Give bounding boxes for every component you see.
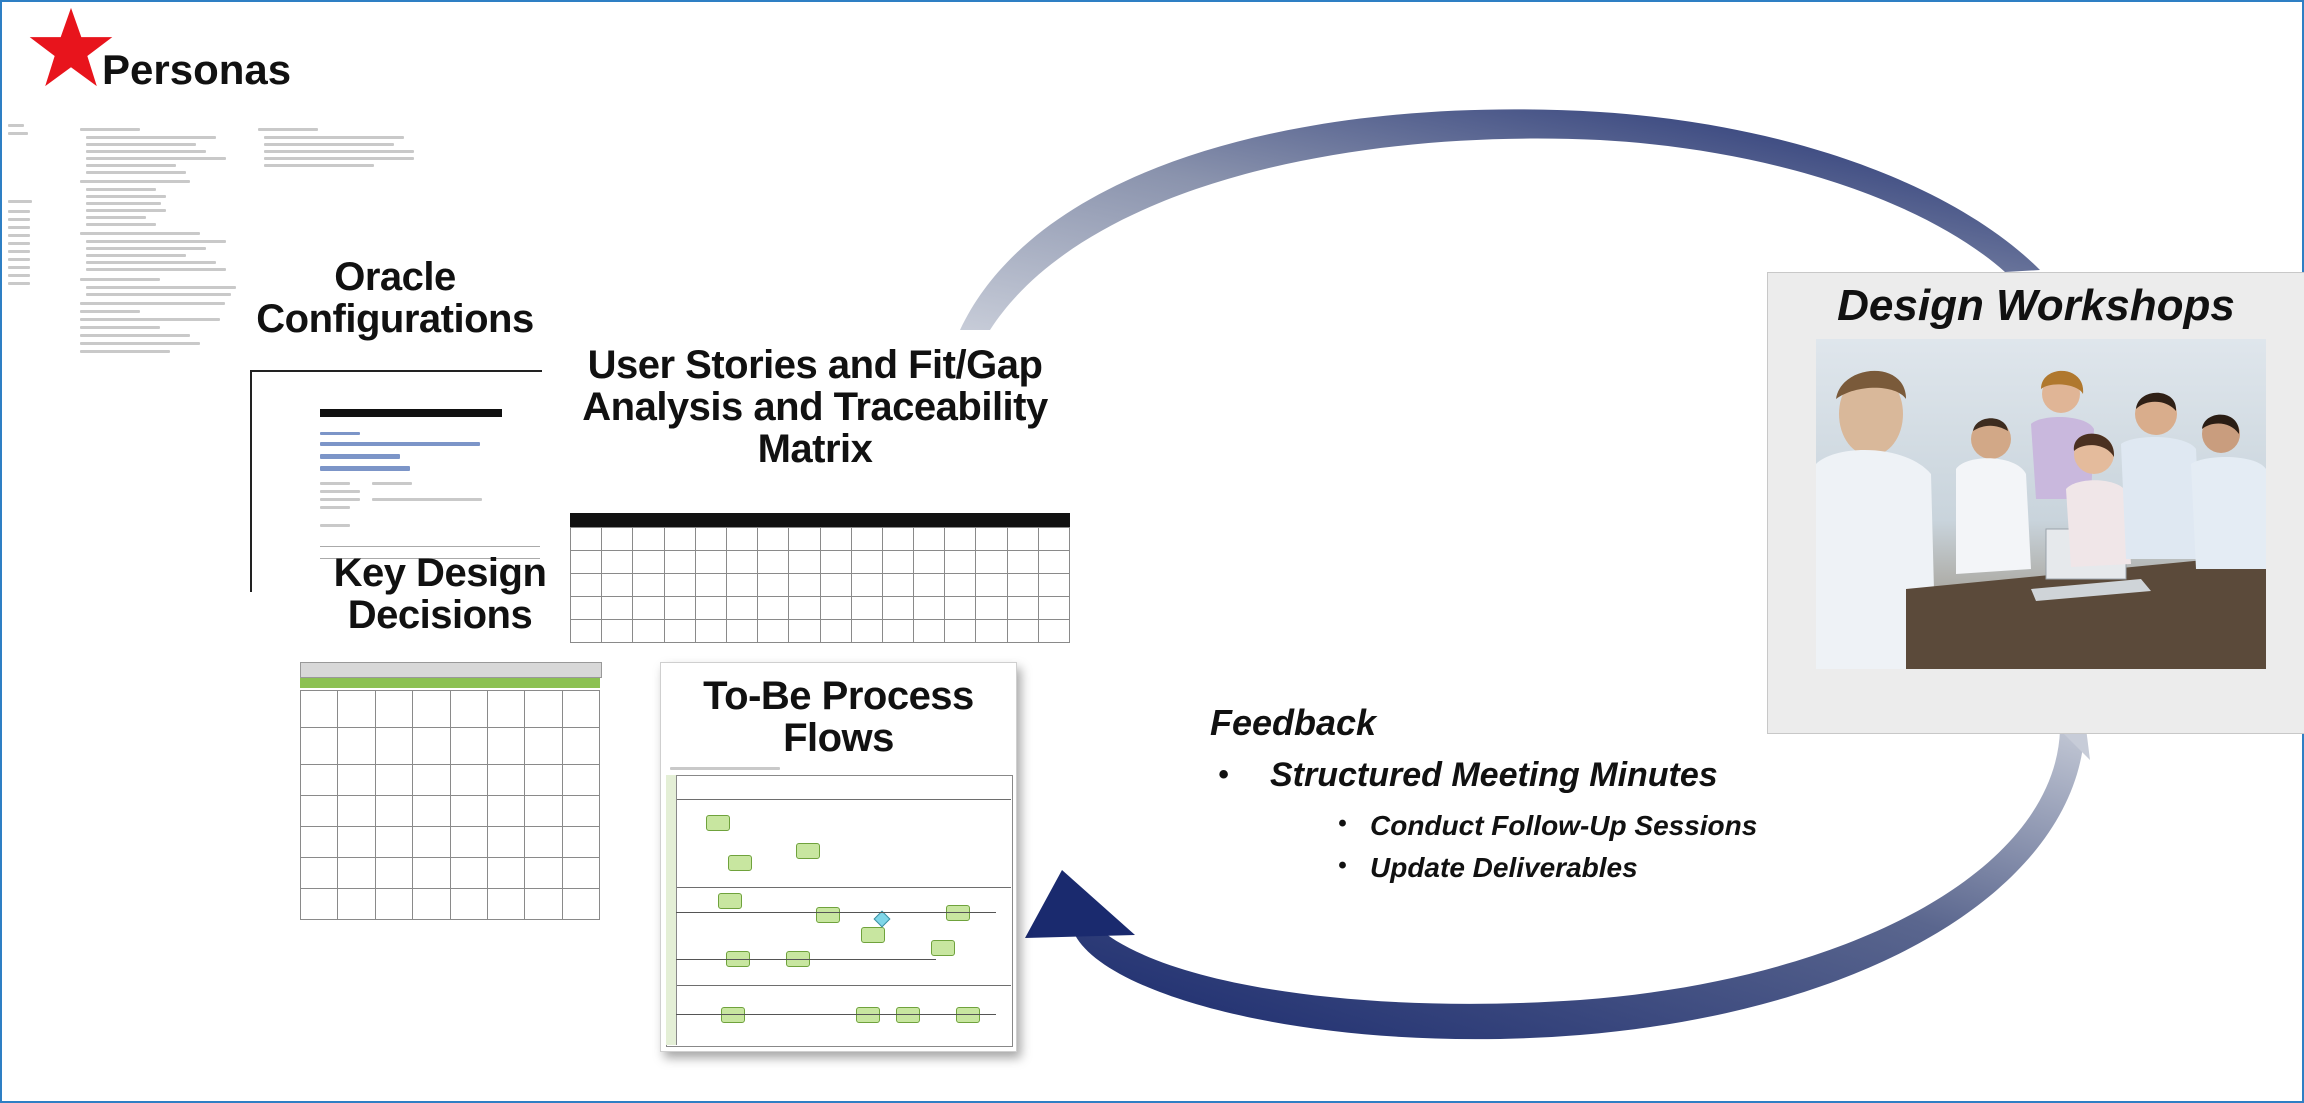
cycle-arrow-head xyxy=(1025,870,1135,938)
cycle-arrow-bottom-arc xyxy=(1075,720,2085,1040)
feedback-sub-item-2: Update Deliverables xyxy=(1370,852,1638,883)
red-star-icon xyxy=(29,7,113,87)
key-design-line1: Key Design xyxy=(333,551,547,595)
feedback-heading: Feedback xyxy=(1210,702,1377,743)
key-design-line2: Decisions xyxy=(347,593,533,637)
oracle-config-document xyxy=(250,370,542,592)
to-be-line2: Flows xyxy=(783,716,894,760)
user-stories-title: User Stories and Fit/Gap Analysis and Tr… xyxy=(560,344,1070,470)
process-flow-diagram xyxy=(666,767,1013,1047)
oracle-title-line1: Oracle xyxy=(334,255,456,299)
persona-document xyxy=(6,120,426,300)
key-design-grid xyxy=(299,690,601,920)
design-workshops-panel: Design Workshops xyxy=(1767,272,2304,734)
feedback-sub-item-1: Conduct Follow-Up Sessions xyxy=(1370,810,1758,841)
to-be-title: To-Be Process Flows xyxy=(661,675,1016,759)
user-stories-line1: User Stories and Fit/Gap xyxy=(587,343,1043,387)
user-stories-line3: Matrix xyxy=(757,427,873,471)
feedback-bullet-main: Structured Meeting Minutes xyxy=(1270,756,1718,794)
traceability-matrix-document xyxy=(569,513,1071,648)
design-workshops-title: Design Workshops xyxy=(1837,281,2235,330)
user-stories-line2: Analysis and Traceability xyxy=(582,385,1048,429)
key-design-decisions-title: Key Design Decisions xyxy=(300,552,580,636)
bullet-dot: • xyxy=(1338,810,1347,837)
bullet-dot: • xyxy=(1218,758,1229,791)
cycle-arrow-top-arc xyxy=(960,109,2040,330)
traceability-matrix-grid xyxy=(569,527,1071,643)
oracle-title-line2: Configurations xyxy=(256,297,534,341)
to-be-process-flows-card: To-Be Process Flows xyxy=(660,662,1017,1052)
meeting-people-icon xyxy=(1816,370,2266,669)
key-design-decisions-table xyxy=(299,662,602,920)
page-title: Personas xyxy=(102,46,292,93)
workshop-photo xyxy=(1816,339,2266,669)
persona-document-lower xyxy=(80,300,240,380)
bullet-dot: • xyxy=(1338,852,1347,879)
oracle-configurations-title: Oracle Configurations xyxy=(240,256,550,340)
to-be-line1: To-Be Process xyxy=(703,674,974,718)
